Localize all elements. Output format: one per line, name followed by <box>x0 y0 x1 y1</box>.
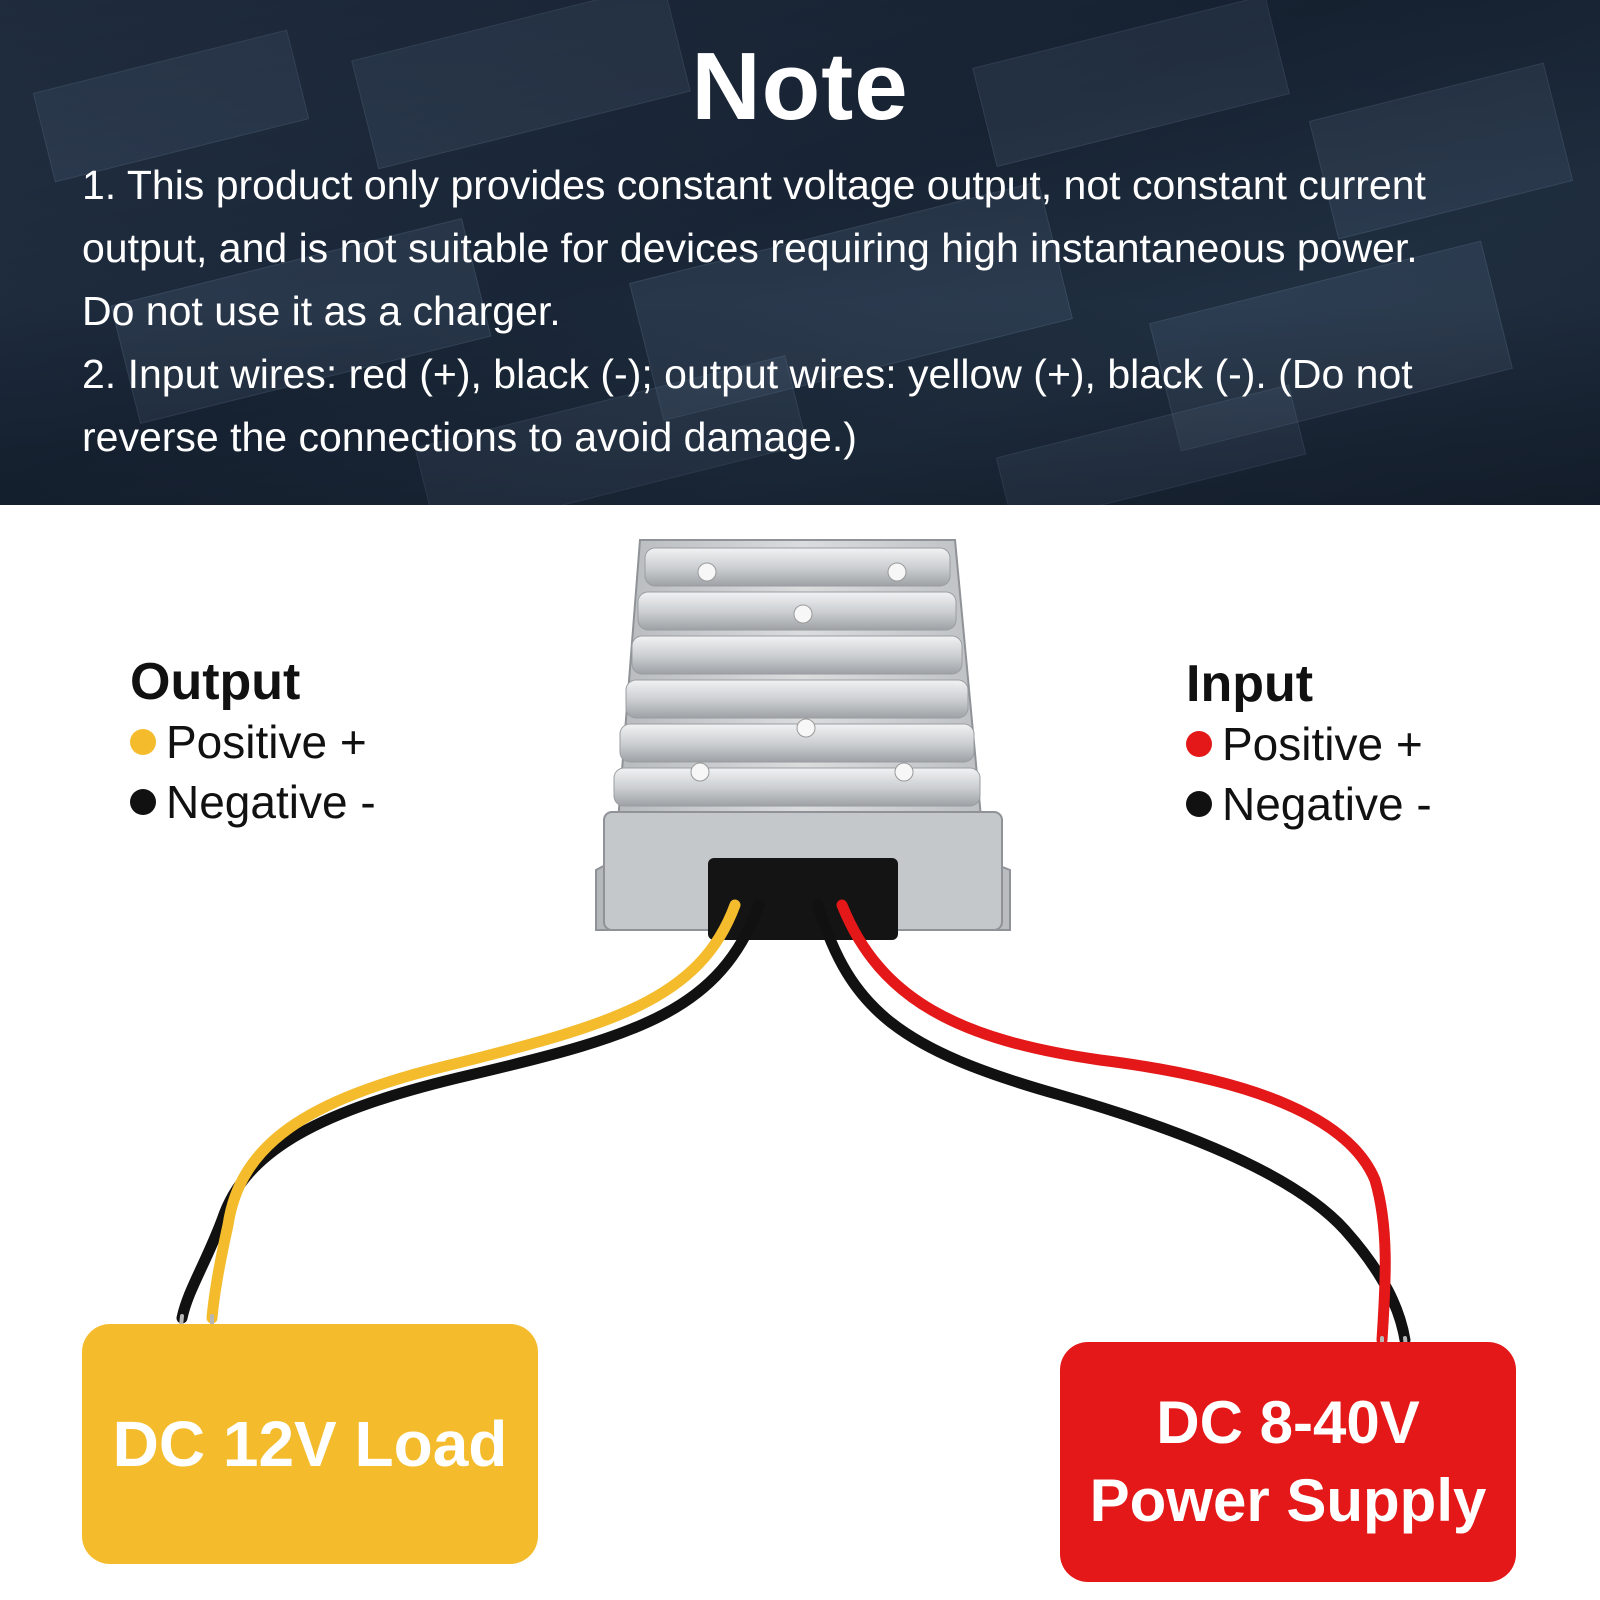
note-item-1-line: Do not use it as a charger. <box>82 288 561 334</box>
note-item-2-line: reverse the connections to avoid damage.… <box>82 414 857 460</box>
note-item-1: 1. This product only provides constant v… <box>82 154 1542 343</box>
input-title: Input <box>1186 655 1314 713</box>
input-negative-label: Negative - <box>1222 778 1432 830</box>
output-title: Output <box>130 653 301 711</box>
red-dot-icon <box>1186 731 1212 757</box>
output-negative-label: Negative - <box>166 776 376 828</box>
black-dot-icon <box>1186 791 1212 817</box>
input-positive-row: Positive + <box>1186 714 1432 774</box>
supply-line-2: Power Supply <box>1089 1467 1487 1534</box>
black-dot-icon <box>130 789 156 815</box>
note-item-2-line: 2. Input wires: red (+), black (-); outp… <box>82 351 1413 397</box>
input-positive-label: Positive + <box>1222 718 1423 770</box>
input-legend: Input Positive + Negative - <box>1186 654 1432 834</box>
input-negative-row: Negative - <box>1186 774 1432 834</box>
load-box: DC 12V Load <box>82 1324 538 1564</box>
wiring-diagram <box>176 539 1411 1350</box>
note-title: Note <box>691 33 909 140</box>
note-item-2: 2. Input wires: red (+), black (-); outp… <box>82 343 1542 469</box>
banner-shade <box>0 0 1600 505</box>
output-positive-row: Positive + <box>130 712 376 772</box>
power-supply-box: DC 8-40V Power Supply <box>1060 1342 1516 1582</box>
output-positive-label: Positive + <box>166 716 367 768</box>
note-item-1-line: output, and is not suitable for devices … <box>82 225 1418 271</box>
voltage-converter-module-icon <box>595 539 1011 940</box>
note-banner: Note 1. This product only provides const… <box>0 0 1600 505</box>
wire-icon <box>176 899 1411 1350</box>
load-label: DC 12V Load <box>112 1408 508 1480</box>
supply-line-1: DC 8-40V <box>1156 1389 1420 1456</box>
yellow-dot-icon <box>130 729 156 755</box>
output-negative-row: Negative - <box>130 772 376 832</box>
output-legend: Output Positive + Negative - <box>130 652 376 832</box>
note-item-1-line: 1. This product only provides constant v… <box>82 162 1426 208</box>
